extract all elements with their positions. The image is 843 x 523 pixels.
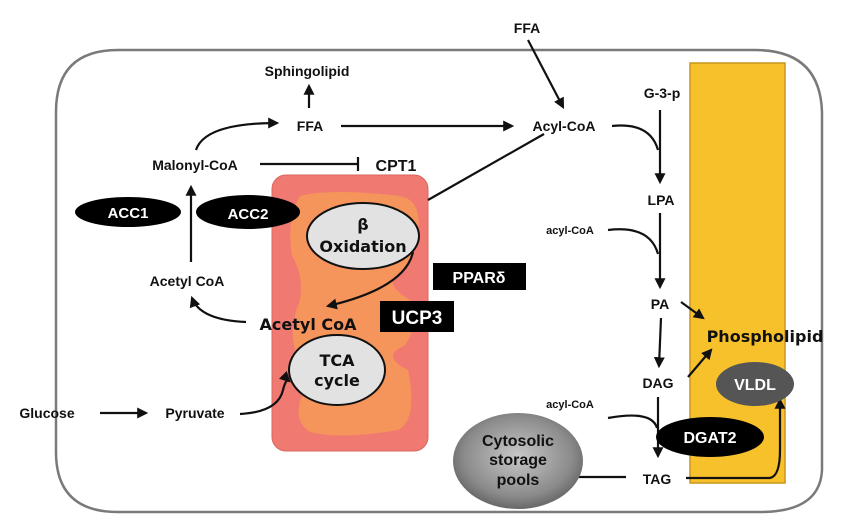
label-storage-line3: pools [497,472,540,489]
label-acyl-coa: Acyl-CoA [532,118,595,134]
label-sphingolipid: Sphingolipid [265,63,350,79]
label-tca-line1: TCA [319,351,355,370]
arrow-tag-to-vldl [686,397,786,480]
label-beta-oxidation: Oxidation [319,237,406,256]
label-pa: PA [651,296,669,312]
label-beta-symbol: β [357,215,368,234]
label-cpt1: CPT1 [376,158,417,175]
acc1-badge [75,197,181,227]
label-tca-line2: cycle [314,371,360,390]
line-acylcoa-to-mito [427,133,545,201]
tca-cycle-oval [288,334,386,406]
label-ffa: FFA [297,118,323,134]
arrow-acylcoa-join [611,124,660,151]
label-acc2: ACC2 [228,206,269,223]
label-ppar: PPARδ [453,270,506,287]
label-vldl: VLDL [734,377,776,394]
label-tag: TAG [643,471,672,487]
label-acetyl-coa-mito: Acetyl CoA [260,315,358,334]
arrow-acylcoa1-join [607,228,660,255]
label-glucose: Glucose [19,405,74,421]
label-lpa: LPA [648,192,675,208]
beta-oxidation-oval [306,202,420,270]
label-dgat2: DGAT2 [683,430,736,447]
label-acetyl-coa-cytosol: Acetyl CoA [150,273,225,289]
label-ucp3: UCP3 [392,308,443,329]
label-storage-line1: Cytosolic [482,433,554,450]
label-g3p: G-3-p [644,85,681,101]
label-malonyl-coa: Malonyl-CoA [152,157,238,173]
arrow-pyruvate-to-tca [239,370,291,416]
vldl-badge [716,362,794,406]
label-storage-line2: storage [489,452,547,469]
ucp3-badge [380,301,454,332]
acc2-badge [196,195,300,229]
er-band [689,62,786,484]
label-phospholipid: Phospholipid [707,327,824,346]
cytosolic-storage-oval [453,413,583,509]
arrow-acylcoa2-join [607,414,659,429]
arrow-ffa-to-acylcoa [527,39,565,109]
label-acyl-coa-2: acyl-CoA [546,399,594,411]
label-acyl-coa-1: acyl-CoA [546,225,594,237]
ppar-badge [433,263,526,290]
arrow-dag-to-phospholipid [687,348,713,378]
arrow-pa-to-phospholipid [680,301,705,320]
label-pyruvate: Pyruvate [165,405,224,421]
label-acc1: ACC1 [108,205,149,222]
arrow-beta-to-acetyl [325,251,415,310]
cell-membrane-outline [54,48,824,514]
dgat2-badge [656,417,764,457]
arrow-malonyl-to-ffa [194,117,280,151]
arrow-mito-acetyl-to-cytosol [189,295,247,324]
arrow-pa-to-dag [653,317,665,369]
label-dag: DAG [642,375,673,391]
label-ffa-top: FFA [514,20,540,36]
